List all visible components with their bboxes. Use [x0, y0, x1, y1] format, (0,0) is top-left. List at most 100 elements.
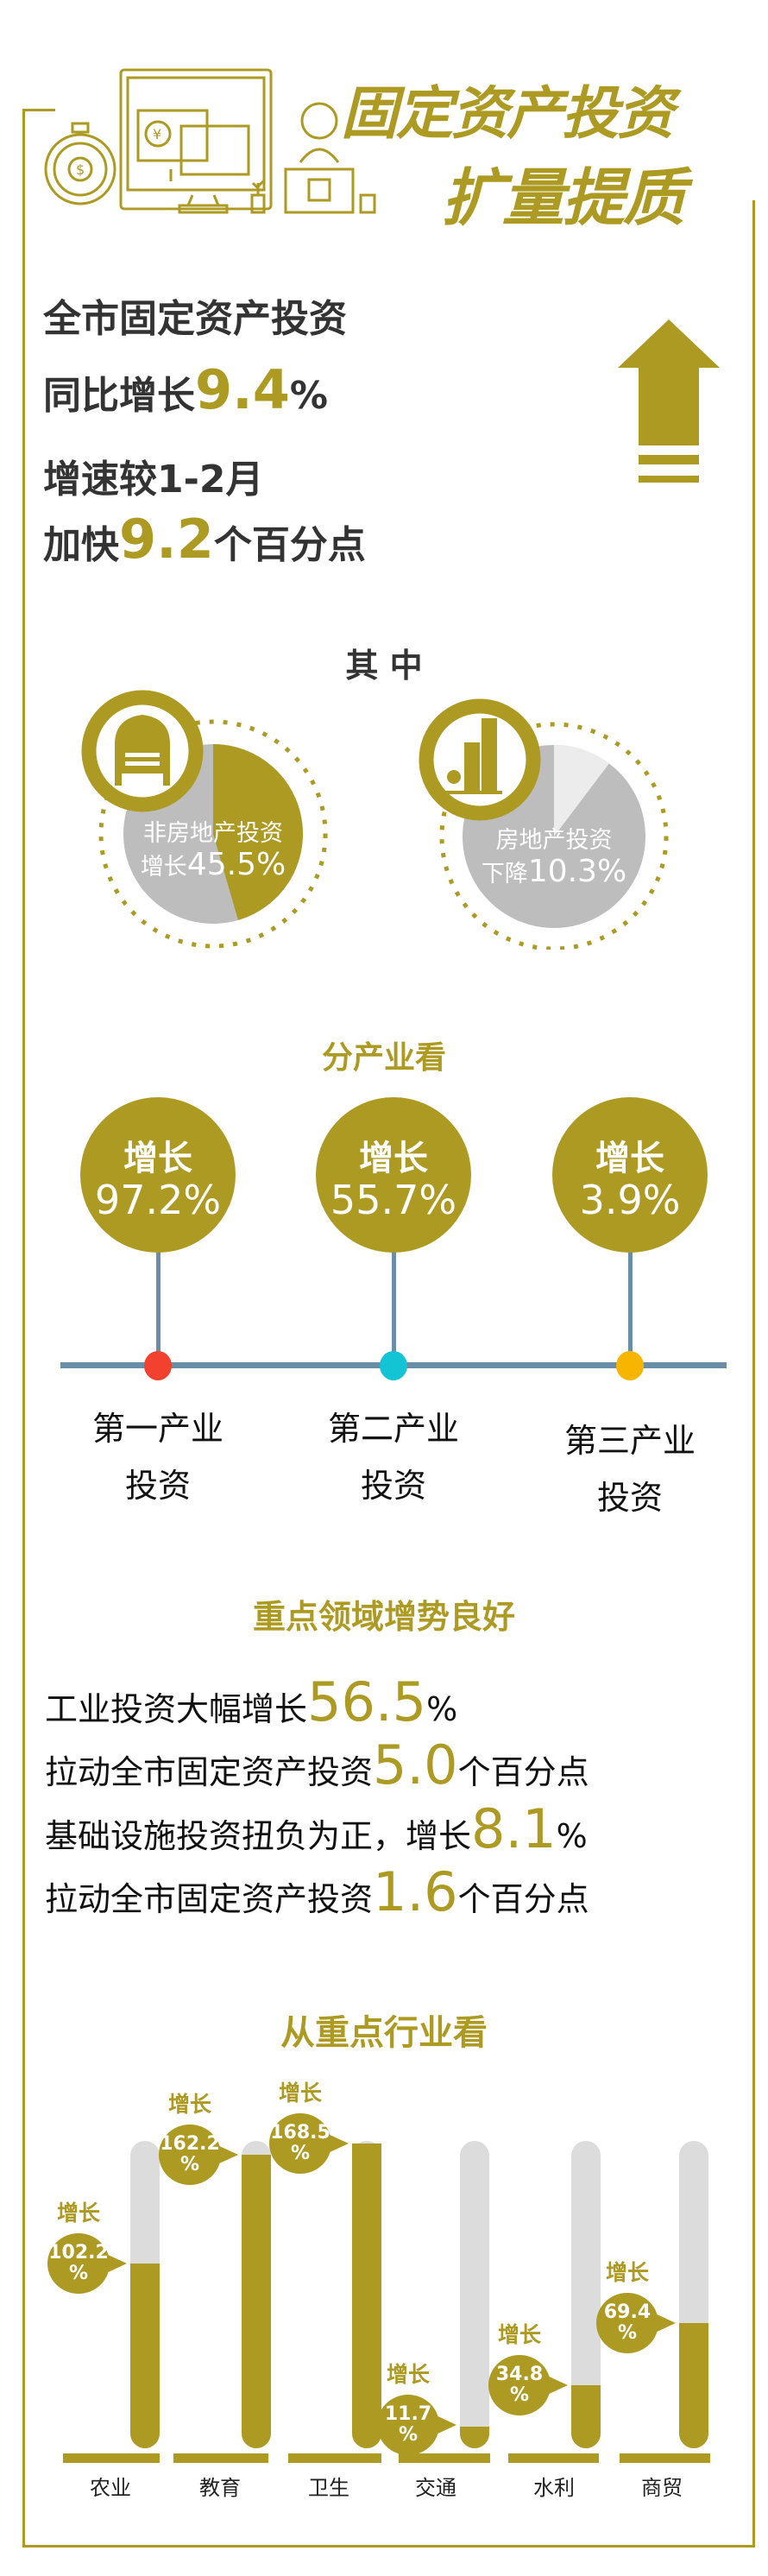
timeline-dot	[616, 1351, 644, 1380]
growth-label: 增长	[359, 1139, 428, 1178]
category-label: 水利	[533, 2476, 575, 2500]
connector-line	[392, 1243, 396, 1364]
value-bubble: 11.7%	[377, 2395, 439, 2455]
key-area-suffix: %	[556, 1817, 588, 1855]
key-area-suffix: %	[426, 1690, 458, 1728]
bar-baseline	[399, 2453, 490, 2463]
summary-line2-prefix: 同比增长	[43, 374, 195, 418]
key-area-line: 基础设施投资扭负为正，增长8.1%	[45, 1797, 588, 1860]
frame-left-border	[22, 109, 25, 2548]
frame-bottom-border	[22, 2545, 755, 2548]
svg-text:$: $	[76, 161, 85, 178]
bar-baseline	[288, 2453, 381, 2463]
growth-label: 增长	[278, 2080, 322, 2106]
value-bubble: 168.5%	[269, 2113, 331, 2175]
non-real-estate-name: 非房地产投资	[143, 820, 283, 847]
frame-top-border	[22, 109, 55, 111]
industry-name-line2: 投资	[360, 1467, 426, 1505]
non-real-estate-prefix: 增长	[140, 854, 187, 881]
key-area-text: 拉动全市固定资产投资	[45, 1880, 374, 1918]
key-area-value: 56.5	[307, 1670, 427, 1733]
value-unit: %	[290, 2143, 311, 2165]
key-area-value: 1.6	[373, 1860, 458, 1923]
value-unit: %	[179, 2154, 200, 2176]
category-label: 商贸	[641, 2476, 683, 2500]
growth-label: 增长	[123, 1139, 192, 1178]
bar-fill	[130, 2263, 160, 2448]
page-title-line1: 固定资产投资	[341, 80, 674, 147]
value-unit: %	[617, 2321, 638, 2344]
value-bubble: 34.8%	[488, 2355, 551, 2416]
real-estate-prefix: 下降	[481, 861, 528, 887]
bar-fill	[460, 2427, 489, 2448]
industry-name: 第二产业投资	[307, 1400, 480, 1514]
summary-line3: 增速较1-2月	[43, 458, 264, 502]
value-bubble: 102.2%	[47, 2232, 110, 2294]
non-real-estate-value: 45.5%	[186, 847, 286, 882]
growth-label: 增长	[56, 2200, 100, 2226]
bar-fill	[679, 2322, 708, 2448]
category-label: 交通	[415, 2476, 456, 2500]
summary-acceleration-value: 9.2	[119, 508, 214, 571]
summary-line4-prefix: 加快	[43, 523, 119, 567]
growth-value: 55.7%	[330, 1177, 457, 1223]
pie-slice-share	[213, 744, 304, 920]
category-label: 卫生	[308, 2476, 349, 2500]
key-area-text: 拉动全市固定资产投资	[45, 1753, 374, 1791]
growth-value: 3.9%	[579, 1177, 681, 1223]
value-label: 11.7	[384, 2403, 432, 2425]
key-area-value: 8.1	[471, 1797, 557, 1860]
bar-track	[460, 2141, 489, 2448]
key-area-text: 工业投资大幅增长	[45, 1690, 308, 1728]
industry-name-line2: 投资	[124, 1467, 191, 1505]
bar-baseline	[173, 2453, 268, 2463]
industry-name-line1: 第一产业	[91, 1410, 223, 1448]
bar-baseline	[620, 2453, 710, 2463]
pie-slice-share	[554, 745, 609, 837]
key-area-suffix: 个百分点	[457, 1753, 589, 1791]
key-area-line: 拉动全市固定资产投资5.0个百分点	[45, 1733, 589, 1796]
summary-line4-suffix: 个百分点	[213, 523, 366, 567]
dotted-ring	[98, 719, 328, 949]
key-areas-title: 重点领域增势良好	[252, 1598, 515, 1636]
growth-label: 增长	[605, 2259, 649, 2285]
breakdown-pies	[81, 690, 669, 950]
value-unit: %	[509, 2384, 530, 2407]
key-area-suffix: 个百分点	[457, 1880, 589, 1918]
page-title-line2: 扩量提质	[442, 161, 685, 234]
value-label: 34.8	[495, 2364, 544, 2386]
industry-name: 第一产业投资	[72, 1400, 244, 1514]
buildings-icon	[444, 718, 502, 794]
growth-value: 97.2%	[94, 1177, 222, 1223]
value-label: 69.4	[603, 2301, 652, 2323]
industry-name-line1: 第三产业	[563, 1422, 696, 1460]
summary-line2: 同比增长9.4%	[43, 358, 328, 421]
person-at-desk-icon	[250, 102, 376, 214]
bed-icon	[115, 715, 170, 786]
industries-title: 分产业看	[321, 1040, 446, 1076]
bar-fill	[242, 2155, 271, 2448]
bar-fill	[571, 2385, 601, 2448]
value-label: 168.5	[270, 2122, 330, 2144]
monitor-icon: ¥	[119, 68, 273, 214]
real-estate-label: 房地产投资 下降10.3%	[468, 825, 640, 890]
summary-line4: 加快9.2个百分点	[43, 508, 366, 571]
bar-baseline	[63, 2453, 160, 2463]
category-label: 农业	[90, 2476, 131, 2500]
value-unit: %	[398, 2424, 419, 2446]
non-real-estate-label: 非房地产投资 增长45.5%	[127, 818, 299, 883]
real-estate-value: 10.3%	[527, 854, 627, 889]
value-bubble: 162.2%	[159, 2125, 221, 2186]
key-area-line: 工业投资大幅增长56.5%	[45, 1670, 457, 1733]
bar-fill	[352, 2144, 381, 2448]
industry-name-line1: 第二产业	[327, 1410, 459, 1448]
bar-baseline	[508, 2453, 599, 2463]
dotted-ring	[439, 722, 669, 950]
summary-growth-value: 9.4	[195, 358, 290, 421]
growth-label: 增长	[595, 1139, 664, 1178]
key-area-value: 5.0	[373, 1733, 458, 1796]
category-label: 教育	[199, 2476, 241, 2500]
